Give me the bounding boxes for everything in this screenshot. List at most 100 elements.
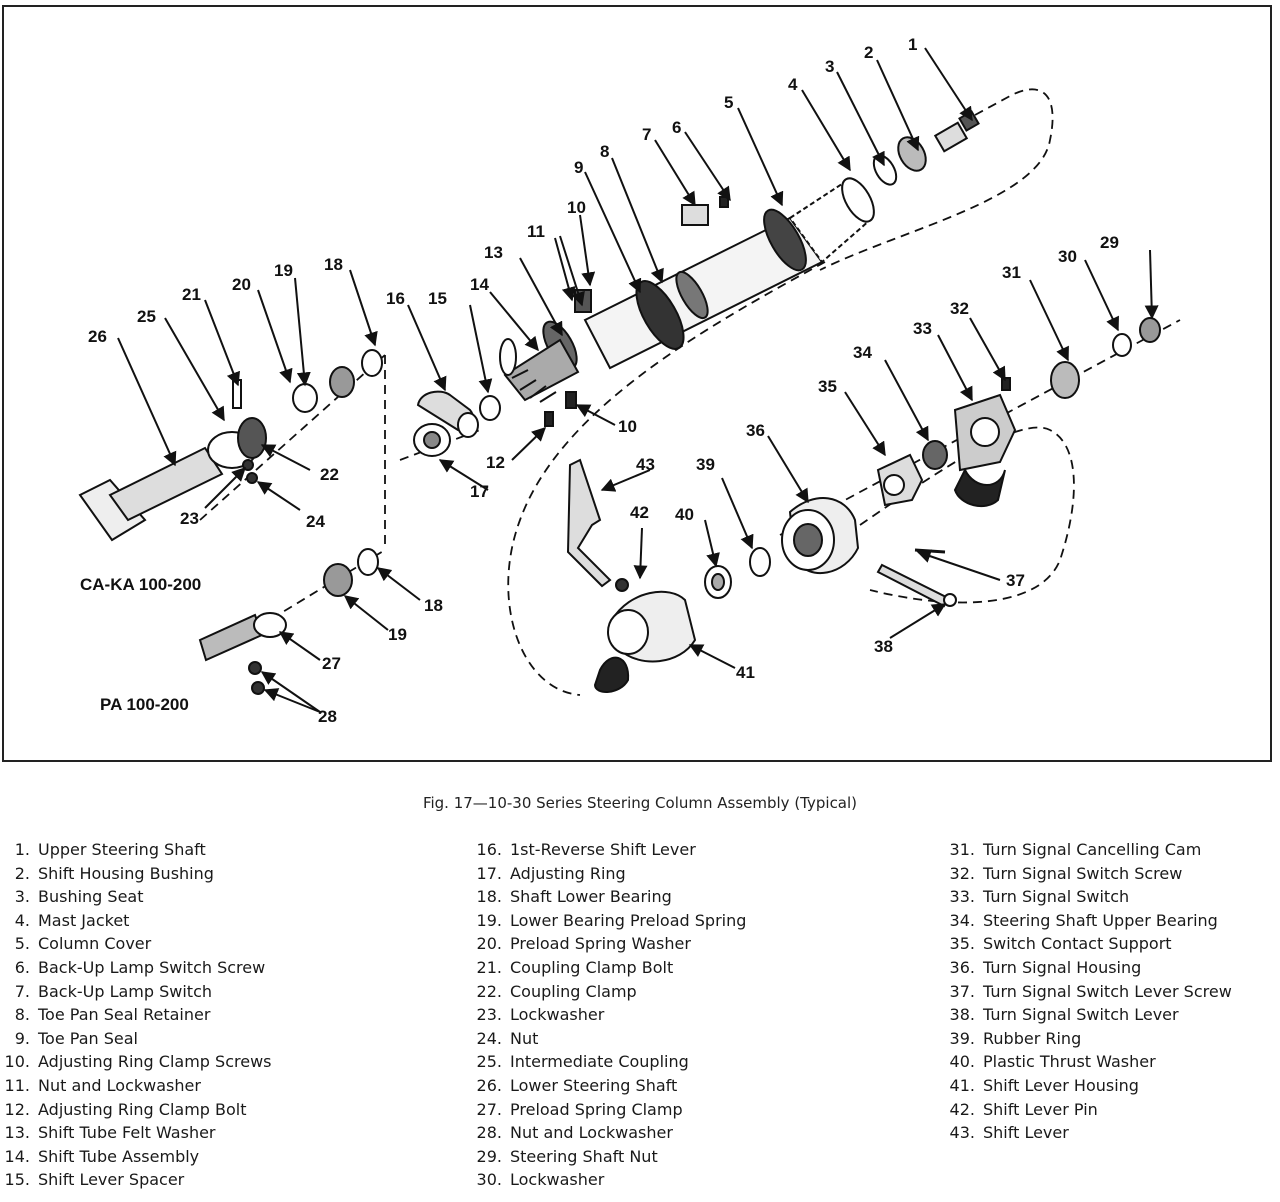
callout-4: 4 xyxy=(788,75,798,94)
legend-item-label: Back-Up Lamp Switch Screw xyxy=(38,957,266,977)
diagram-canvas: 1 2 3 4 5 6 7 8 9 10 11 13 14 15 16 10 1… xyxy=(2,5,1272,762)
legend-item-number: 33. xyxy=(949,887,975,907)
legend-item: 14. Shift Tube Assembly xyxy=(0,1145,271,1169)
legend-item-number: 7. xyxy=(14,981,30,1001)
legend-item-label: Shift Lever Spacer xyxy=(38,1170,185,1190)
callout-18-b: 18 xyxy=(424,596,443,615)
legend-item: 5.Column Cover xyxy=(0,932,271,956)
callout-17: 17 xyxy=(470,482,489,501)
legend-item-label: Turn Signal Switch Screw xyxy=(983,863,1183,883)
legend-item-label: Nut and Lockwasher xyxy=(38,1075,201,1095)
callout-8: 8 xyxy=(600,142,609,161)
legend-item-number: 32. xyxy=(949,863,975,883)
diagram-frame xyxy=(2,5,1272,762)
callout-35: 35 xyxy=(818,377,837,396)
legend-item-number: 23. xyxy=(476,1005,502,1025)
callout-23: 23 xyxy=(180,509,199,528)
legend-item: 12. Adjusting Ring Clamp Bolt xyxy=(0,1098,271,1122)
legend-item-label: Shift Housing Bushing xyxy=(38,863,214,883)
callout-36: 36 xyxy=(746,421,765,440)
legend-item-label: Preload Spring Washer xyxy=(510,934,691,954)
legend-item: 21. Coupling Clamp Bolt xyxy=(462,956,746,980)
legend-item-label: Shift Tube Assembly xyxy=(38,1146,200,1166)
legend-item-number: 21. xyxy=(476,957,502,977)
legend-item-label: Switch Contact Support xyxy=(983,934,1172,954)
legend-item-label: Back-Up Lamp Switch xyxy=(38,981,213,1001)
legend-item: 19.Lower Bearing Preload Spring xyxy=(462,909,747,933)
legend-item-number: 2. xyxy=(14,863,30,883)
legend-item: 6. Back-Up Lamp Switch Screw xyxy=(0,956,271,980)
legend-item-number: 14. xyxy=(4,1146,30,1166)
column-assembly xyxy=(499,110,980,427)
legend-item-number: 12. xyxy=(4,1099,30,1119)
legend-item-number: 8. xyxy=(14,1005,30,1025)
legend-item: 13.Shift Tube Felt Washer xyxy=(0,1121,271,1145)
callout-27: 27 xyxy=(322,654,341,673)
callout-33: 33 xyxy=(913,319,932,338)
variant-label-pa: PA 100-200 xyxy=(100,695,189,714)
legend-item-number: 16. xyxy=(476,840,502,859)
callout-18: 18 xyxy=(324,255,343,274)
callout-7: 7 xyxy=(642,125,651,144)
legend-item-number: 1. xyxy=(14,840,30,859)
legend-item-label: Shift Lever Pin xyxy=(983,1099,1098,1119)
legend-item: 23.Lockwasher xyxy=(462,1003,746,1027)
legend-item: 1.Upper Steering Shaft xyxy=(0,838,271,862)
callout-3: 3 xyxy=(825,57,834,76)
legend-item-number: 40. xyxy=(949,1052,975,1072)
legend-item-label: Coupling Clamp Bolt xyxy=(510,957,674,977)
callout-31: 31 xyxy=(1002,263,1021,282)
legend-item-number: 3. xyxy=(14,887,30,907)
legend-item-label: Shaft Lower Bearing xyxy=(510,887,672,907)
legend-item-label: Adjusting Ring xyxy=(510,863,626,883)
legend-item-number: 15. xyxy=(4,1170,30,1190)
legend-item-label: Plastic Thrust Washer xyxy=(983,1052,1156,1072)
legend-item-label: Steering Shaft Nut xyxy=(510,1146,658,1166)
legend-item: 25.Intermediate Coupling xyxy=(462,1050,746,1074)
callout-24: 24 xyxy=(306,512,325,531)
callout-12: 12 xyxy=(486,453,505,472)
callout-9: 9 xyxy=(574,158,583,177)
legend-item: 26.Lower Steering Shaft xyxy=(462,1074,746,1098)
callout-26: 26 xyxy=(88,327,107,346)
legend-item-label: Nut and Lockwasher xyxy=(510,1123,673,1143)
callout-34: 34 xyxy=(853,343,872,362)
legend-item: 43.Shift Lever xyxy=(935,1121,1232,1145)
callout-13: 13 xyxy=(484,243,503,262)
legend-item: 30.Lockwasher xyxy=(462,1168,746,1192)
legend-item: 4.Mast Jacket xyxy=(0,909,271,933)
legend-item-label: Toe Pan Seal xyxy=(38,1028,138,1048)
callout-2: 2 xyxy=(864,43,873,62)
legend-item-number: 20. xyxy=(476,934,502,954)
legend-item-number: 6. xyxy=(14,957,30,977)
legend-item-number: 17. xyxy=(476,863,502,883)
legend-item-number: 29. xyxy=(476,1146,502,1166)
legend-item-label: Nut xyxy=(510,1028,539,1048)
legend-item-number: 37. xyxy=(949,981,975,1001)
legend-item-number: 22. xyxy=(476,981,502,1001)
legend-item-label: Coupling Clamp xyxy=(510,981,637,1001)
legend-item: 2. Shift Housing Bushing xyxy=(0,862,271,886)
legend-item: 37.Turn Signal Switch Lever Screw xyxy=(935,980,1232,1004)
legend-item: 41.Shift Lever Housing xyxy=(935,1074,1232,1098)
legend-item-number: 34. xyxy=(949,910,975,930)
legend-item-number: 41. xyxy=(949,1075,975,1095)
parts-legend-column-2: 16. 1st-Reverse Shift Lever 17. Adjusting R… xyxy=(462,838,747,1192)
legend-item-label: Adjusting Ring Clamp Screws xyxy=(38,1052,272,1072)
legend-item-label: Adjusting Ring Clamp Bolt xyxy=(38,1099,247,1119)
legend-item: 16. 1st-Reverse Shift Lever xyxy=(462,838,746,862)
legend-item-label: Column Cover xyxy=(38,934,152,954)
legend-item-number: 31. xyxy=(949,840,975,859)
callout-14: 14 xyxy=(470,275,489,294)
lower-shaft-ca-ka xyxy=(78,349,383,542)
legend-item-number: 9. xyxy=(14,1028,30,1048)
legend-item-label: 1st-Reverse Shift Lever xyxy=(510,840,696,859)
legend-item-label: Turn Signal Housing xyxy=(983,957,1142,977)
legend-item-label: Lockwasher xyxy=(510,1170,605,1190)
legend-item-label: Bushing Seat xyxy=(38,887,144,907)
legend-item-number: 36. xyxy=(949,957,975,977)
turn-signal-parts xyxy=(566,317,1161,693)
legend-item: 27.Preload Spring Clamp xyxy=(462,1098,746,1122)
legend-item: 36. Turn Signal Housing xyxy=(935,956,1232,980)
